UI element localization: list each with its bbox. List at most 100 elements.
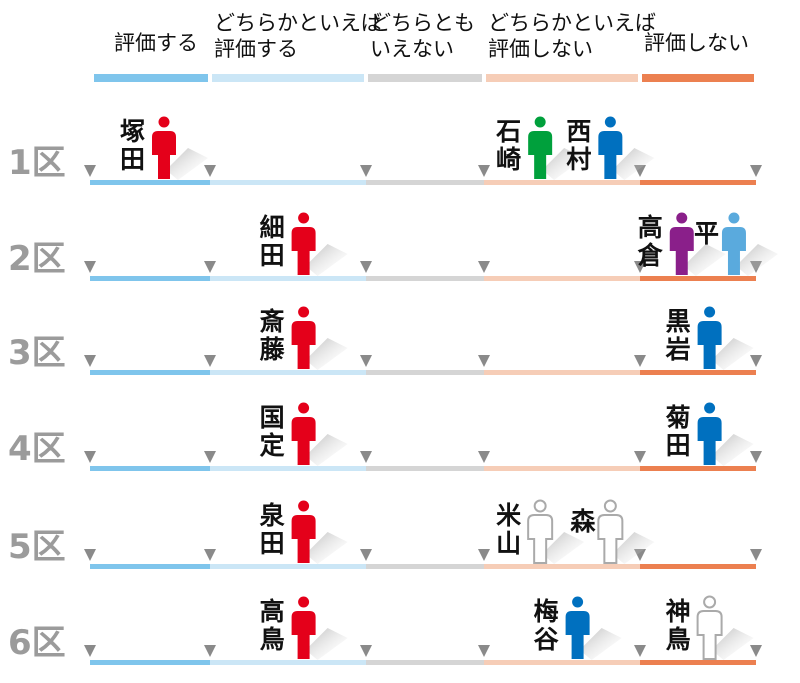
divider-marker <box>360 645 372 657</box>
candidate-name: 田 <box>260 241 285 270</box>
candidate-name: 山 <box>496 529 521 558</box>
candidate-figure-body <box>528 131 553 179</box>
divider-marker <box>634 261 646 273</box>
divider-marker <box>634 355 646 367</box>
district-axis-segment <box>640 180 756 185</box>
candidate-figure-body <box>697 321 722 369</box>
divider-marker <box>634 645 646 657</box>
candidate-name: 細 <box>260 213 285 242</box>
candidate-name: 石 <box>495 117 521 146</box>
divider-marker <box>204 549 216 561</box>
candidate-figure-body <box>291 515 316 563</box>
column-header-label: 評価する <box>114 31 198 55</box>
candidate-name: 定 <box>260 431 285 460</box>
candidate-figure-body <box>291 417 316 465</box>
candidate-figure-body <box>669 227 694 275</box>
district-axis-segment <box>90 564 210 569</box>
candidate-figure-head <box>603 499 617 513</box>
candidate-name: 塚 <box>120 117 145 146</box>
district-axis-segment <box>484 370 640 375</box>
candidate-name: 西 <box>566 117 591 146</box>
candidate-figure-shadow <box>579 628 622 660</box>
candidate-figure-body <box>696 610 723 660</box>
divider-marker <box>84 549 96 561</box>
divider-marker <box>84 261 96 273</box>
candidate-figure-shadow <box>542 532 585 564</box>
divider-marker <box>750 355 762 367</box>
district-axis-segment <box>90 660 210 665</box>
candidate-figure-body <box>152 131 176 179</box>
candidate-name: 村 <box>566 145 591 174</box>
district-axis-segment <box>484 564 640 569</box>
candidate-figure-head <box>533 499 547 513</box>
candidate-figure-head <box>704 402 716 414</box>
column-header-bar <box>642 74 754 82</box>
district-axis-segment <box>366 180 484 185</box>
candidate-figure-shadow <box>305 628 348 660</box>
candidate-figure-body <box>697 417 722 465</box>
candidate-figure-body <box>527 514 554 564</box>
candidate-figure-head <box>298 500 310 512</box>
divider-marker <box>360 355 372 367</box>
divider-marker <box>750 451 762 463</box>
candidate-name: 崎 <box>496 145 521 174</box>
district-axis-segment <box>484 180 640 185</box>
district-axis-segment <box>90 180 210 185</box>
district-axis-segment <box>484 660 640 665</box>
candidate-figure-body <box>597 514 624 564</box>
candidate-figure-shadow <box>305 434 348 466</box>
divider-marker <box>204 645 216 657</box>
candidate-figure-head <box>676 212 688 224</box>
candidate-name: 斎 <box>260 307 285 336</box>
candidate-name: 高 <box>260 597 285 626</box>
candidate-figure-head <box>534 116 546 128</box>
district-axis-segment <box>90 466 210 471</box>
candidate-name: 神 <box>666 597 691 626</box>
column-header-label: いえない <box>370 37 454 61</box>
candidate-name: 鳥 <box>260 625 285 654</box>
candidate-name: 菊 <box>666 403 691 432</box>
district-label: 5区 <box>8 527 66 567</box>
candidate-figure-body <box>598 131 623 179</box>
divider-marker <box>478 355 490 367</box>
divider-marker <box>634 451 646 463</box>
divider-marker <box>478 645 490 657</box>
candidate-figure-body <box>291 321 316 369</box>
candidate-figure-shadow <box>305 244 348 276</box>
candidate-figure-head <box>298 306 310 318</box>
candidate-figure-head <box>703 595 717 609</box>
candidate-figure-shadow <box>305 532 348 564</box>
candidate-name: 藤 <box>260 335 286 364</box>
divider-marker <box>204 451 216 463</box>
divider-marker <box>750 165 762 177</box>
divider-marker <box>360 451 372 463</box>
candidate-figure-head <box>158 116 170 128</box>
candidate-name: 米 <box>496 501 522 530</box>
candidate-name: 鳥 <box>666 625 691 654</box>
divider-marker <box>360 549 372 561</box>
candidate-figure-head <box>728 212 740 224</box>
candidate-figure-shadow <box>683 244 726 276</box>
district-label: 4区 <box>8 429 66 469</box>
column-header-bar <box>94 74 208 82</box>
column-header-bar <box>486 74 638 82</box>
candidate-name: 黒 <box>666 307 691 336</box>
column-header-bar <box>368 74 482 82</box>
candidate-figure-shadow <box>542 148 585 180</box>
district-axis-segment <box>90 370 210 375</box>
column-header-label: どちらとも <box>370 11 475 35</box>
district-label: 1区 <box>8 143 66 183</box>
divider-marker <box>204 165 216 177</box>
district-axis-segment <box>640 660 756 665</box>
candidate-figure-shadow <box>305 338 348 370</box>
candidate-figure-body <box>721 227 746 275</box>
district-label: 2区 <box>8 239 66 279</box>
divider-marker <box>84 451 96 463</box>
column-header-label: どちらかといえば <box>488 11 656 35</box>
divider-marker <box>478 165 490 177</box>
divider-marker <box>478 549 490 561</box>
candidate-name: 高 <box>638 213 663 242</box>
district-axis-segment <box>210 466 366 471</box>
candidate-name: 森 <box>570 507 596 536</box>
